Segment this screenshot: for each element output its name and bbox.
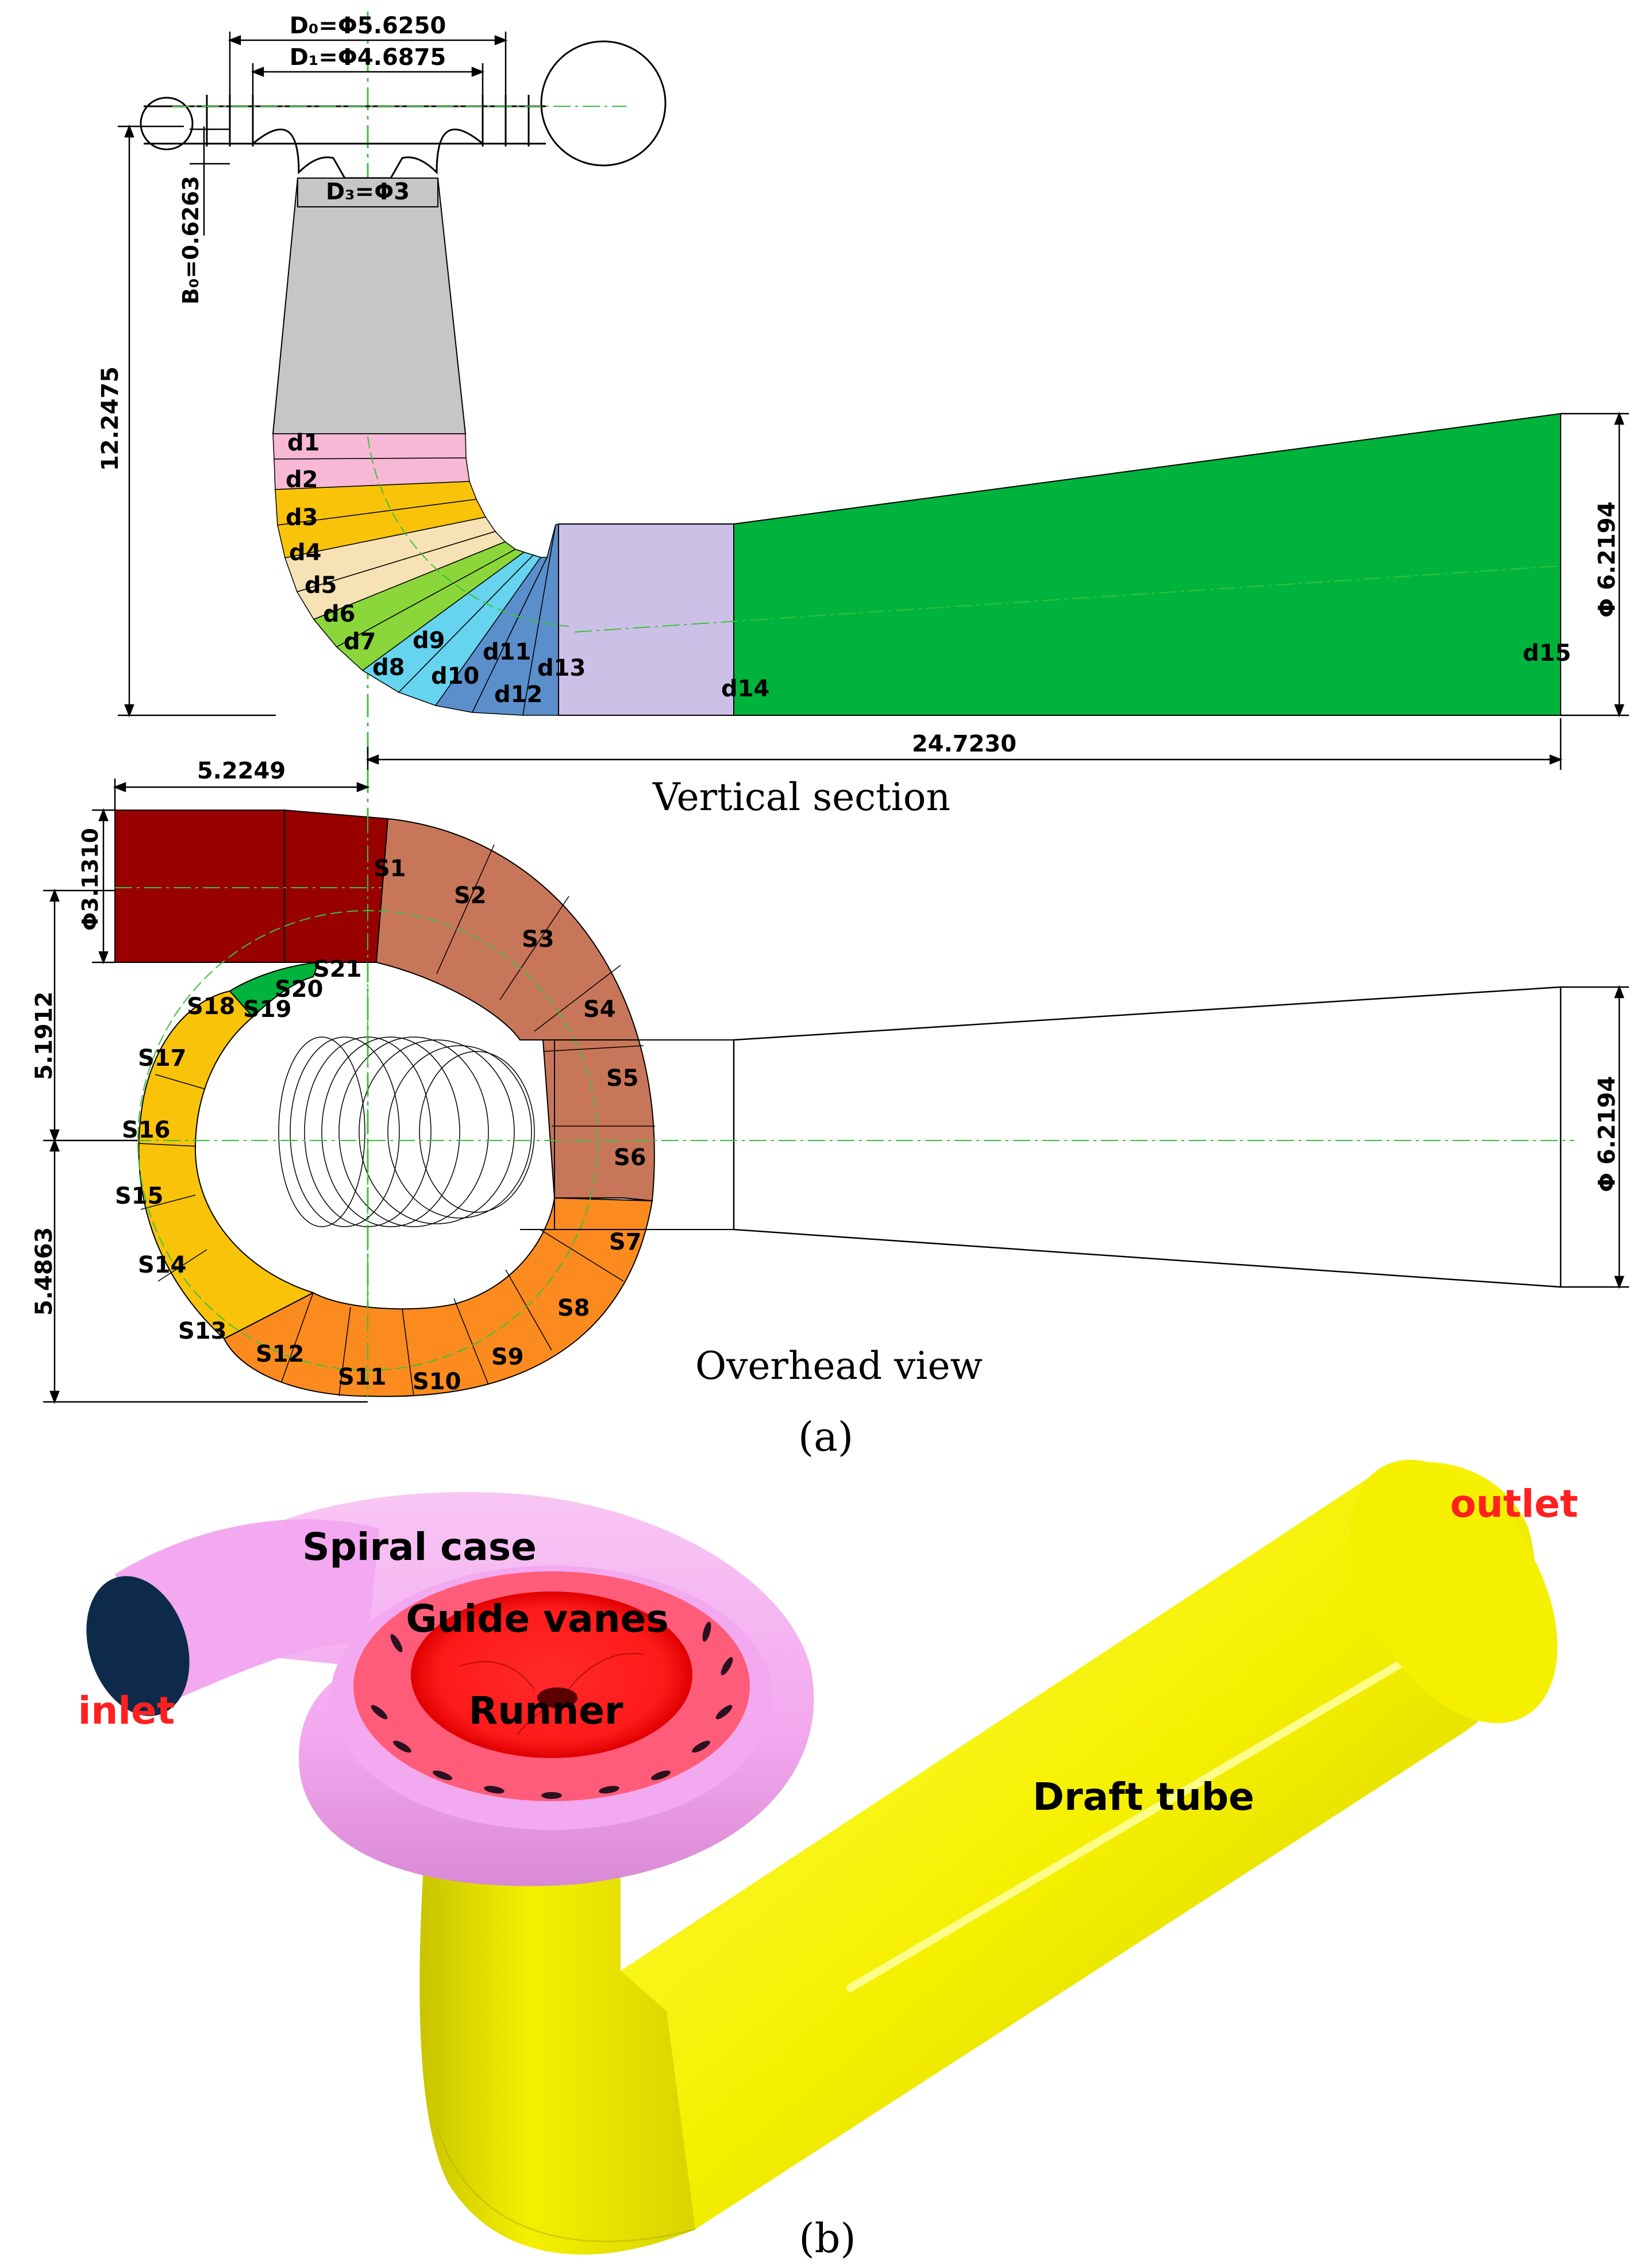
runner-ellipses [278,1036,535,1227]
section-d4: d4 [289,539,321,566]
inlet-pipe [114,810,389,963]
label-runner: Runner [468,1689,623,1733]
section-s9: S9 [491,1344,524,1370]
d1-label: D₁=Φ4.6875 [290,44,446,71]
section-d8: d8 [372,654,405,681]
overhead-diffuser [733,986,1562,1288]
label-outlet: outlet [1450,1482,1578,1526]
vertical-section: D₀=Φ5.6250 D₁=Φ4.6875 B₀=0.6263 12.2475 … [97,11,1629,1396]
height-label: 12.2475 [97,367,124,471]
section-d3: d3 [286,504,318,531]
section-d14: d14 [721,676,769,702]
d0-label: D₀=Φ5.6250 [290,13,446,39]
section-d7: d7 [344,629,376,655]
section-s2: S2 [454,882,487,909]
dimension-inlet-offset [113,779,370,810]
elbow-segments [272,433,561,716]
lower-radius-label: 5.4863 [31,1227,57,1316]
inlet-diameter-label: Φ3.1310 [78,828,103,931]
section-s18: S18 [187,993,235,1020]
section-d1: d1 [287,430,319,456]
outlet-vertical-label: Φ 6.2194 [1594,502,1620,618]
section-s19: S19 [243,996,291,1023]
section-d6: d6 [323,601,355,627]
section-s11: S11 [338,1364,386,1390]
inlet-face [86,1576,190,1716]
dimension-inlet-diameter [92,808,115,965]
label-guide-vanes: Guide vanes [406,1597,668,1641]
section-d11: d11 [483,639,531,665]
dimension-length [365,718,1563,770]
section-s17: S17 [138,1045,186,1072]
section-d13: d13 [537,655,586,681]
section-d15: d15 [1523,640,1571,666]
upper-radius-label: 5.1912 [31,992,57,1080]
spiral-brown [375,818,655,1202]
section-s1: S1 [373,855,406,882]
dimension-height [118,124,276,718]
dimension-d0 [228,32,508,109]
spiral-green [229,961,320,1018]
section-s15: S15 [115,1183,163,1209]
d3-label: D₃=Φ3 [326,179,410,205]
section-s21: S21 [313,956,361,982]
draft-tube-elbow [419,1839,695,2255]
inlet-offset-label: 5.2249 [197,758,286,784]
section-s7: S7 [609,1229,642,1255]
guide-vane-blades [371,1621,733,1799]
model-3d: Spiral case Guide vanes Runner Draft tub… [78,1459,1578,2255]
dimension-outlet-vertical [1561,411,1629,718]
section-d5: d5 [305,572,337,599]
section-s5: S5 [606,1065,639,1092]
section-s3: S3 [522,926,554,953]
length-label: 24.7230 [912,731,1016,757]
section-s8: S8 [557,1295,590,1321]
dimension-outlet-overhead [1561,985,1629,1289]
spiral-orange [223,1197,653,1397]
runner [411,1591,692,1758]
panel-a-label: (a) [798,1413,853,1460]
section-s4: S4 [583,996,616,1023]
section-s6: S6 [614,1144,646,1171]
panel-b-label: (b) [799,2215,856,2262]
section-s14: S14 [138,1252,186,1278]
outlet-overhead-label: Φ 6.2194 [1594,1076,1620,1192]
diffuser [733,413,1561,716]
dimension-d1 [251,63,485,106]
section-s20: S20 [275,976,323,1003]
section-s10: S10 [413,1369,461,1395]
dimension-b0 [190,126,230,236]
section-d10: d10 [431,663,479,689]
section-d9: d9 [413,627,445,654]
vertical-section-caption: Vertical section [652,775,950,819]
section-s16: S16 [122,1117,170,1143]
label-spiral-case: Spiral case [302,1525,537,1569]
section-d12: d12 [494,681,542,708]
overhead-view: 5.2249 [31,758,1629,1404]
spiral-yellow [138,990,315,1340]
draft-tube-cone [272,178,467,434]
dimension-radii [43,888,368,1404]
label-inlet: inlet [78,1689,175,1733]
label-draft-tube: Draft tube [1033,1775,1254,1819]
draft-tube-diffuser [603,1462,1536,2229]
section-s12: S12 [256,1341,304,1367]
elbow-exit-block [558,523,734,716]
section-d2: d2 [286,467,318,493]
overhead-view-caption: Overhead view [695,1344,983,1388]
b0-label: B₀=0.6263 [178,176,203,305]
section-s13: S13 [178,1318,226,1344]
